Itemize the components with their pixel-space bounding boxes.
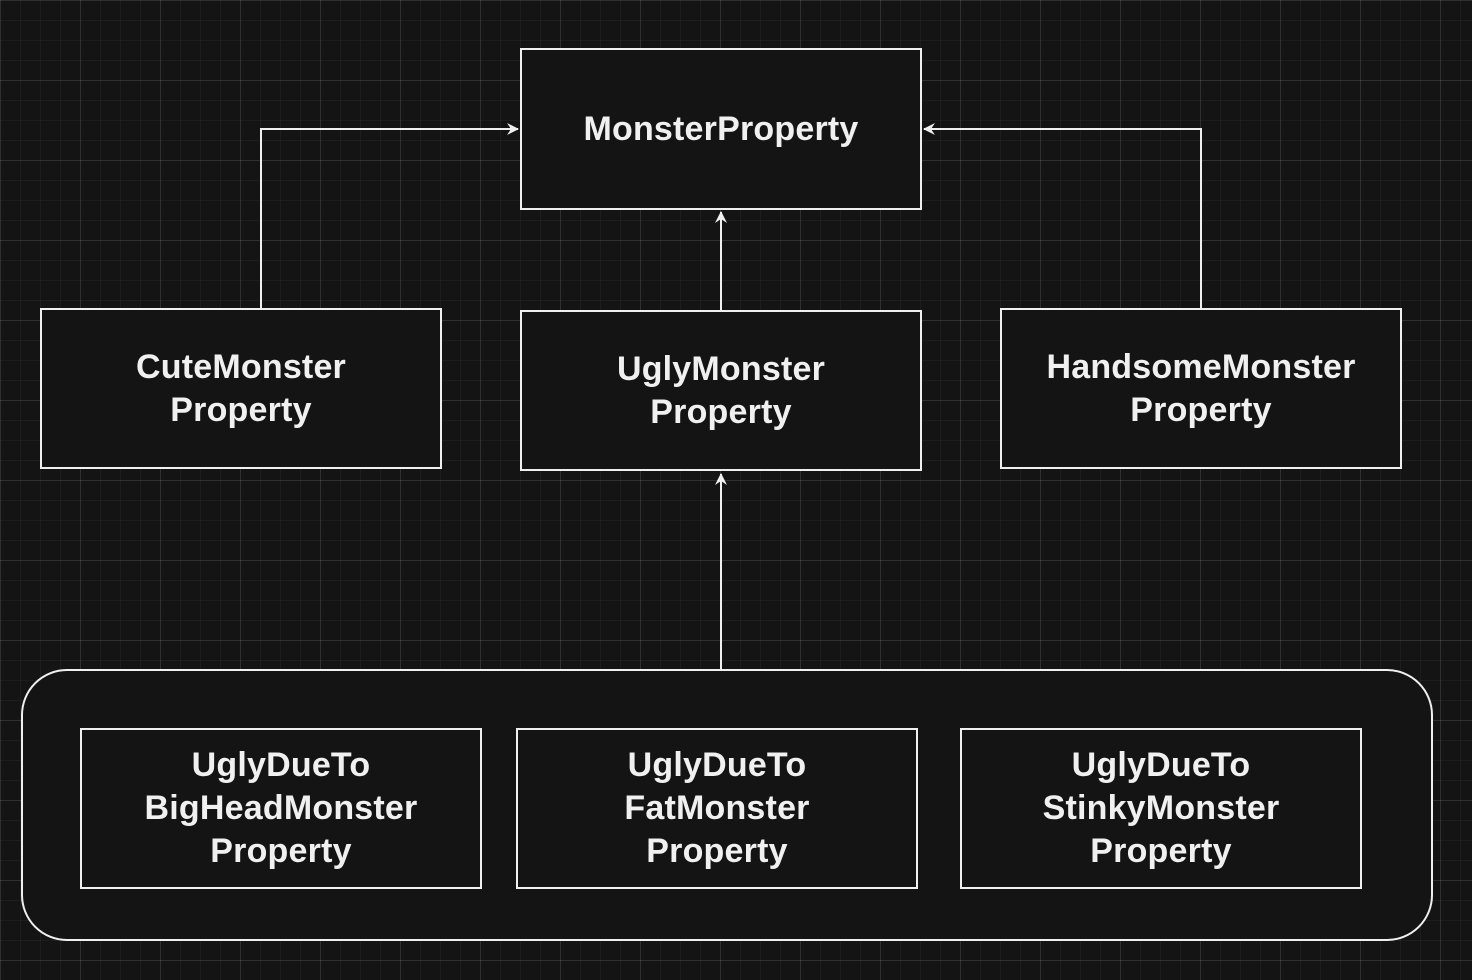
node-ugly-monster-property-label: UglyMonster Property bbox=[616, 349, 826, 431]
edge-handsome-to-root bbox=[923, 123, 1202, 309]
node-ugly-due-to-fat-label: UglyDueTo FatMonster Property bbox=[624, 746, 810, 870]
node-handsome-monster-property-label: HandsomeMonster Property bbox=[1046, 347, 1356, 429]
node-ugly-due-to-bighead-label: UglyDueTo BigHeadMonster Property bbox=[144, 746, 418, 870]
edge-cute-to-root bbox=[260, 123, 519, 309]
node-monster-property-label: MonsterProperty bbox=[583, 109, 859, 148]
node-ugly-due-to-stinky[interactable]: UglyDueTo StinkyMonster Property bbox=[960, 728, 1362, 889]
node-cute-monster-property[interactable]: CuteMonster Property bbox=[40, 308, 442, 469]
node-ugly-due-to-fat[interactable]: UglyDueTo FatMonster Property bbox=[516, 728, 918, 889]
node-handsome-monster-property[interactable]: HandsomeMonster Property bbox=[1000, 308, 1402, 469]
node-ugly-due-to-bighead[interactable]: UglyDueTo BigHeadMonster Property bbox=[80, 728, 482, 889]
node-cute-monster-property-label: CuteMonster Property bbox=[136, 347, 346, 429]
node-monster-property[interactable]: MonsterProperty bbox=[520, 48, 922, 210]
node-ugly-monster-property[interactable]: UglyMonster Property bbox=[520, 310, 922, 471]
node-ugly-due-to-stinky-label: UglyDueTo StinkyMonster Property bbox=[1042, 746, 1280, 870]
